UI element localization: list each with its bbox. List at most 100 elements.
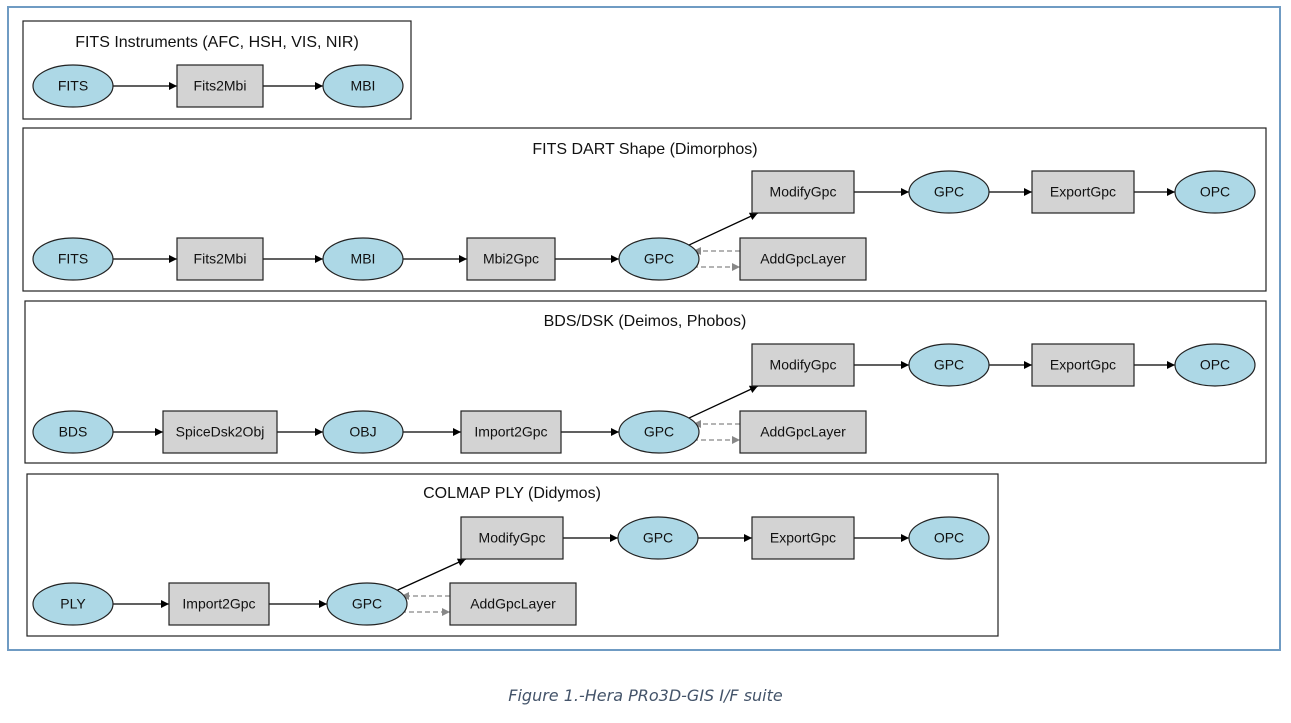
- node-opc: OPC: [908, 516, 990, 560]
- node-label: Import2Gpc: [182, 596, 255, 612]
- node-import2gpc: Import2Gpc: [168, 582, 270, 626]
- data-node-shape: [32, 64, 114, 108]
- pipeline-diagram: FITS Instruments (AFC, HSH, VIS, NIR) FIT…: [22, 20, 1267, 637]
- edge-gpc1-to-modifygpc: [688, 212, 759, 246]
- figure-caption: Figure 1.-Hera PRo3D-GIS I/F suite: [508, 686, 783, 705]
- cluster-bds-dsk: BDS/DSK (Deimos, Phobos) BDS SpiceDsk2Obj O…: [24, 300, 1267, 464]
- process-node-shape: [739, 410, 867, 454]
- node-label: ModifyGpc: [479, 530, 546, 546]
- node-label: MBI: [351, 78, 376, 94]
- node-label: GPC: [934, 357, 964, 373]
- node-modifygpc: ModifyGpc: [460, 516, 564, 560]
- node-modifygpc: ModifyGpc: [751, 170, 855, 214]
- process-node-shape: [751, 516, 855, 560]
- node-gpc1: GPC: [618, 237, 700, 281]
- data-node-shape: [322, 64, 404, 108]
- node-label: OPC: [1200, 184, 1230, 200]
- node-label: AddGpcLayer: [760, 251, 846, 267]
- data-node-shape: [617, 516, 699, 560]
- node-bds: BDS: [32, 410, 114, 454]
- cluster-fits-dart: FITS DART Shape (Dimorphos) FITS Fits2Mbi M…: [22, 127, 1267, 292]
- node-label: Import2Gpc: [474, 424, 547, 440]
- cluster-title: FITS DART Shape (Dimorphos): [532, 141, 757, 158]
- data-node-shape: [1174, 343, 1256, 387]
- node-label: GPC: [352, 596, 382, 612]
- node-fits: FITS: [32, 237, 114, 281]
- node-label: Fits2Mbi: [194, 78, 247, 94]
- node-label: FITS: [58, 78, 88, 94]
- node-gpc2: GPC: [617, 516, 699, 560]
- data-node-shape: [908, 343, 990, 387]
- node-gpc1: GPC: [618, 410, 700, 454]
- data-node-shape: [322, 237, 404, 281]
- node-label: AddGpcLayer: [760, 424, 846, 440]
- data-node-shape: [1174, 170, 1256, 214]
- node-label: GPC: [934, 184, 964, 200]
- node-label: GPC: [644, 251, 674, 267]
- node-addgpclayer: AddGpcLayer: [739, 237, 867, 281]
- node-spicedsk2obj: SpiceDsk2Obj: [162, 410, 278, 454]
- node-exportgpc: ExportGpc: [1031, 170, 1135, 214]
- node-label: GPC: [643, 530, 673, 546]
- process-node-shape: [460, 516, 564, 560]
- node-label: OPC: [1200, 357, 1230, 373]
- process-node-shape: [751, 170, 855, 214]
- node-label: Fits2Mbi: [194, 251, 247, 267]
- node-mbi: MBI: [322, 237, 404, 281]
- node-label: PLY: [60, 596, 86, 612]
- process-node-shape: [176, 64, 264, 108]
- node-label: ExportGpc: [1050, 184, 1116, 200]
- cluster-colmap-ply: COLMAP PLY (Didymos) PLY Import2Gpc GPC Modi…: [26, 473, 999, 637]
- node-fits: FITS: [32, 64, 114, 108]
- node-label: ModifyGpc: [770, 357, 837, 373]
- data-node-shape: [908, 170, 990, 214]
- node-label: MBI: [351, 251, 376, 267]
- node-opc: OPC: [1174, 343, 1256, 387]
- process-node-shape: [739, 237, 867, 281]
- node-label: BDS: [59, 424, 88, 440]
- data-node-shape: [32, 582, 114, 626]
- node-exportgpc: ExportGpc: [1031, 343, 1135, 387]
- process-node-shape: [449, 582, 577, 626]
- node-opc: OPC: [1174, 170, 1256, 214]
- edge-gpc1-to-modifygpc: [396, 558, 467, 591]
- node-exportgpc: ExportGpc: [751, 516, 855, 560]
- cluster-title: COLMAP PLY (Didymos): [423, 485, 601, 502]
- node-mbi: MBI: [322, 64, 404, 108]
- data-node-shape: [618, 237, 700, 281]
- data-node-shape: [908, 516, 990, 560]
- cluster-title: FITS Instruments (AFC, HSH, VIS, NIR): [75, 34, 359, 51]
- node-obj: OBJ: [322, 410, 404, 454]
- node-addgpclayer: AddGpcLayer: [739, 410, 867, 454]
- edges: [113, 188, 1175, 271]
- process-node-shape: [176, 237, 264, 281]
- node-label: SpiceDsk2Obj: [176, 424, 265, 440]
- node-addgpclayer: AddGpcLayer: [449, 582, 577, 626]
- edge-gpc1-to-modifygpc: [688, 385, 759, 419]
- data-node-shape: [32, 237, 114, 281]
- cluster-fits-instruments: FITS Instruments (AFC, HSH, VIS, NIR) FIT…: [22, 20, 412, 120]
- node-label: OBJ: [349, 424, 376, 440]
- node-fits2mbi: Fits2Mbi: [176, 64, 264, 108]
- edges: [113, 361, 1175, 444]
- node-gpc1: GPC: [326, 582, 408, 626]
- data-node-shape: [32, 410, 114, 454]
- node-label: GPC: [644, 424, 674, 440]
- node-label: ExportGpc: [1050, 357, 1116, 373]
- node-gpc2: GPC: [908, 343, 990, 387]
- node-label: Mbi2Gpc: [483, 251, 539, 267]
- node-label: FITS: [58, 251, 88, 267]
- cluster-title: BDS/DSK (Deimos, Phobos): [544, 313, 747, 330]
- process-node-shape: [466, 237, 556, 281]
- data-node-shape: [618, 410, 700, 454]
- process-node-shape: [1031, 343, 1135, 387]
- process-node-shape: [751, 343, 855, 387]
- node-ply: PLY: [32, 582, 114, 626]
- node-fits2mbi: Fits2Mbi: [176, 237, 264, 281]
- process-node-shape: [162, 410, 278, 454]
- node-import2gpc: Import2Gpc: [460, 410, 562, 454]
- data-node-shape: [322, 410, 404, 454]
- node-label: ExportGpc: [770, 530, 836, 546]
- data-node-shape: [326, 582, 408, 626]
- node-label: ModifyGpc: [770, 184, 837, 200]
